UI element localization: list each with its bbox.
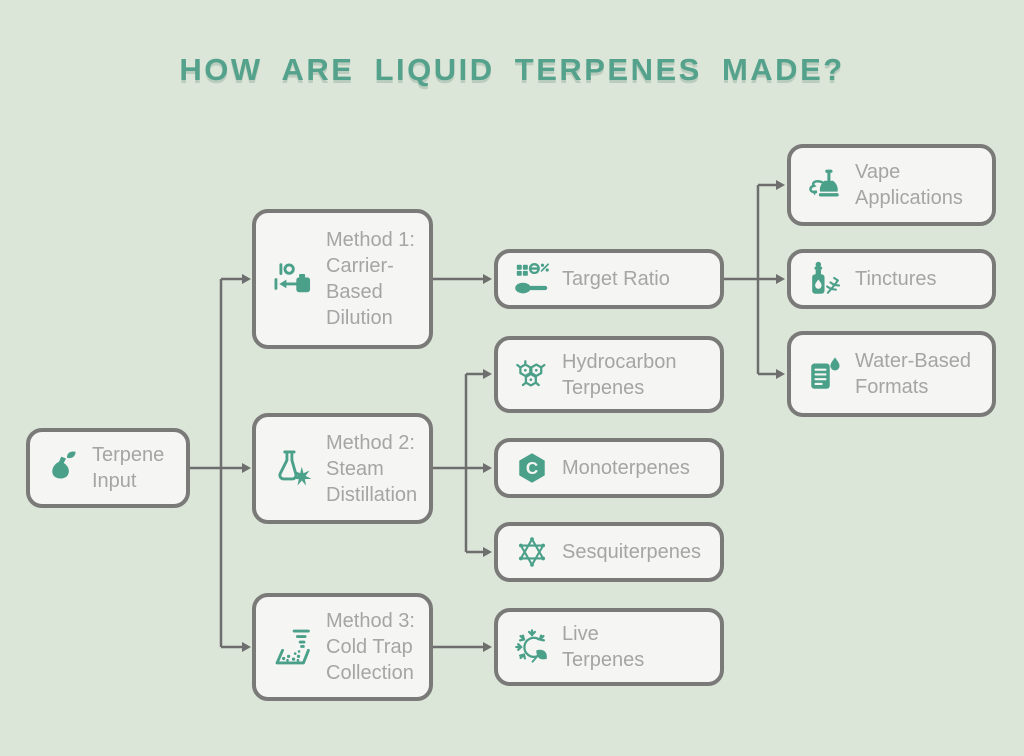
- page-title: HOW ARE LIQUID TERPENES MADE?: [179, 52, 845, 87]
- cold-trap-icon: [271, 625, 315, 669]
- snowflake-leaf-icon: [513, 628, 551, 666]
- node-tinctures: Tinctures: [787, 249, 996, 309]
- node-sesquiterpenes-label: Sesquiterpenes: [562, 541, 701, 563]
- node-method-1: Method 1: Carrier- Based Dilution: [252, 209, 433, 349]
- molecule-rings-icon: [513, 356, 551, 394]
- node-target-ratio-label: Target Ratio: [562, 268, 670, 290]
- node-vape-applications: Vape Applications: [787, 144, 996, 226]
- carbon-hexagon-icon: C: [513, 449, 551, 487]
- node-monoterpenes-label: Monoterpenes: [562, 457, 690, 479]
- ratio-spoon-icon: [513, 260, 551, 298]
- node-method-2-label: Method 2: Steam Distillation: [326, 431, 418, 506]
- flask-leaf-icon: [45, 450, 81, 486]
- node-method-3-label: Method 3: Cold Trap Collection: [326, 610, 415, 684]
- node-method-1-label: Method 1: Carrier- Based Dilution: [326, 229, 415, 329]
- svg-text:C: C: [526, 459, 538, 478]
- dilution-transfer-icon: [271, 257, 315, 301]
- node-terpene-input-label: Terpene Input: [92, 444, 165, 492]
- node-water-based-formats-label: Water-Based Formats: [855, 350, 971, 398]
- node-target-ratio: Target Ratio: [494, 249, 724, 309]
- flask-cannabis-icon: [271, 447, 315, 491]
- node-method-3: Method 3: Cold Trap Collection: [252, 593, 433, 701]
- node-monoterpenes: C Monoterpenes: [494, 438, 724, 498]
- star-molecule-icon: [513, 533, 551, 571]
- vape-hookah-icon: [806, 166, 844, 204]
- label-waterdrop-icon: [806, 355, 844, 393]
- node-terpene-input: Terpene Input: [26, 428, 190, 508]
- node-vape-applications-label: Vape Applications: [855, 161, 963, 209]
- node-hydrocarbon-terpenes-label: Hydrocarbon Terpenes: [562, 350, 677, 399]
- node-live-terpenes-label: Live Terpenes: [562, 623, 645, 671]
- node-tinctures-label: Tinctures: [855, 268, 937, 290]
- tincture-bottle-icon: [806, 260, 844, 298]
- node-hydrocarbon-terpenes: Hydrocarbon Terpenes: [494, 336, 724, 413]
- node-sesquiterpenes: Sesquiterpenes: [494, 522, 724, 582]
- node-method-2: Method 2: Steam Distillation: [252, 413, 433, 524]
- node-live-terpenes: Live Terpenes: [494, 608, 724, 686]
- node-water-based-formats: Water-Based Formats: [787, 331, 996, 417]
